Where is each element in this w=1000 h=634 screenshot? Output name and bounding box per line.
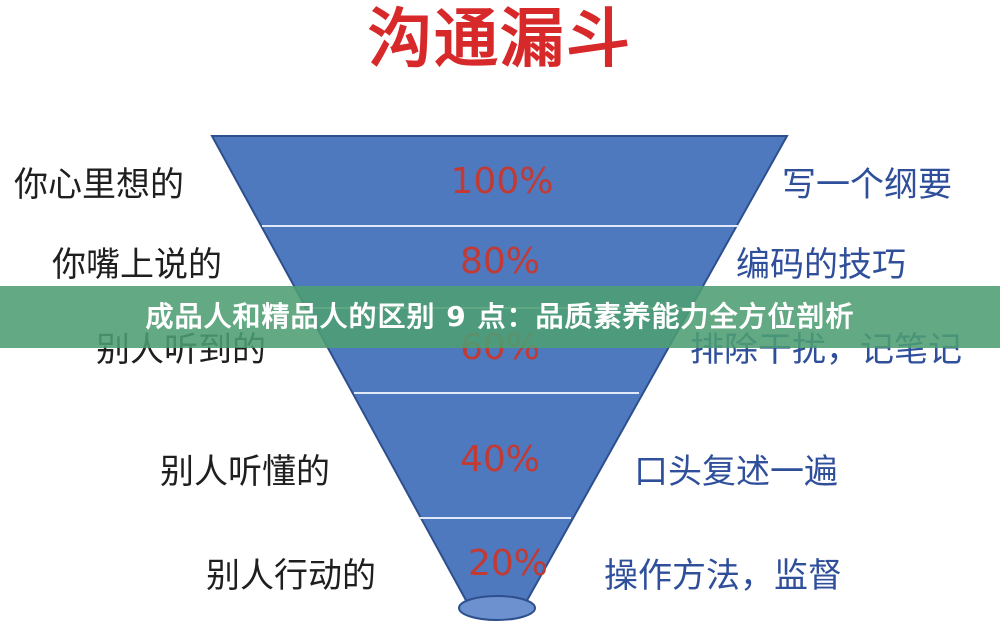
- percent-row-5: 20%: [467, 543, 548, 584]
- funnel-bottom: [458, 595, 536, 621]
- diagram-title: 沟通漏斗: [368, 3, 632, 77]
- percent-row-1: 100%: [450, 161, 554, 202]
- right-label-row-4: 口头复述一遍: [634, 452, 838, 492]
- left-label-row-4: 别人听懂的: [160, 452, 330, 492]
- left-label-row-2: 你嘴上说的: [52, 245, 222, 285]
- percent-row-4: 40%: [459, 439, 540, 480]
- funnel-body: [210, 135, 789, 605]
- percent-row-2: 80%: [459, 241, 540, 282]
- left-label-row-1: 你心里想的: [14, 165, 184, 205]
- right-label-row-2: 编码的技巧: [736, 245, 906, 285]
- left-label-row-5: 别人行动的: [206, 556, 376, 596]
- right-label-row-5: 操作方法，监督: [604, 556, 842, 596]
- overlay-banner: 成品人和精品人的区别 9 点：品质素养能力全方位剖析: [0, 286, 1000, 348]
- right-label-row-1: 写一个纲要: [782, 165, 952, 205]
